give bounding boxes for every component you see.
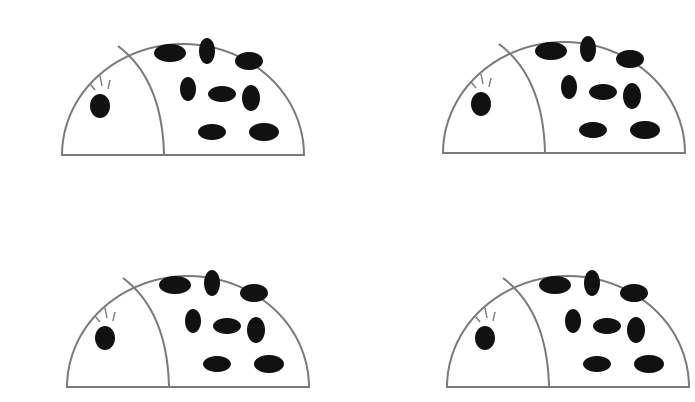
spot-7 (583, 356, 611, 372)
ladybug-eye-dot (90, 94, 110, 118)
spot-8 (630, 121, 660, 139)
ladybug-eye-dot (475, 326, 495, 350)
spot-1 (539, 276, 571, 294)
spot-8 (634, 355, 664, 373)
ladybug-bottom-right (447, 270, 689, 387)
spot-4 (180, 77, 196, 101)
spot-3 (620, 284, 648, 302)
spot-2 (204, 270, 220, 296)
spot-3 (240, 284, 268, 302)
spot-7 (579, 122, 607, 138)
spot-3 (616, 50, 644, 68)
spot-7 (198, 124, 226, 140)
spot-4 (561, 75, 577, 99)
spot-7 (203, 356, 231, 372)
spot-5 (208, 86, 236, 102)
spot-1 (535, 42, 567, 60)
spot-6 (623, 83, 641, 109)
spot-1 (154, 44, 186, 62)
spot-2 (199, 38, 215, 64)
spot-3 (235, 52, 263, 70)
ladybug-eye-dot (95, 326, 115, 350)
spot-5 (593, 318, 621, 334)
spot-8 (249, 123, 279, 141)
spot-5 (589, 84, 617, 100)
ladybug-eye-dot (471, 92, 491, 116)
spot-4 (185, 309, 201, 333)
ladybug-top-left (62, 38, 304, 155)
spot-6 (242, 85, 260, 111)
spot-2 (584, 270, 600, 296)
spot-5 (213, 318, 241, 334)
spot-6 (627, 317, 645, 343)
spot-8 (254, 355, 284, 373)
ladybug-bottom-left (67, 270, 309, 387)
ladybug-top-right (443, 36, 685, 153)
spot-6 (247, 317, 265, 343)
spot-4 (565, 309, 581, 333)
spot-2 (580, 36, 596, 62)
spot-1 (159, 276, 191, 294)
